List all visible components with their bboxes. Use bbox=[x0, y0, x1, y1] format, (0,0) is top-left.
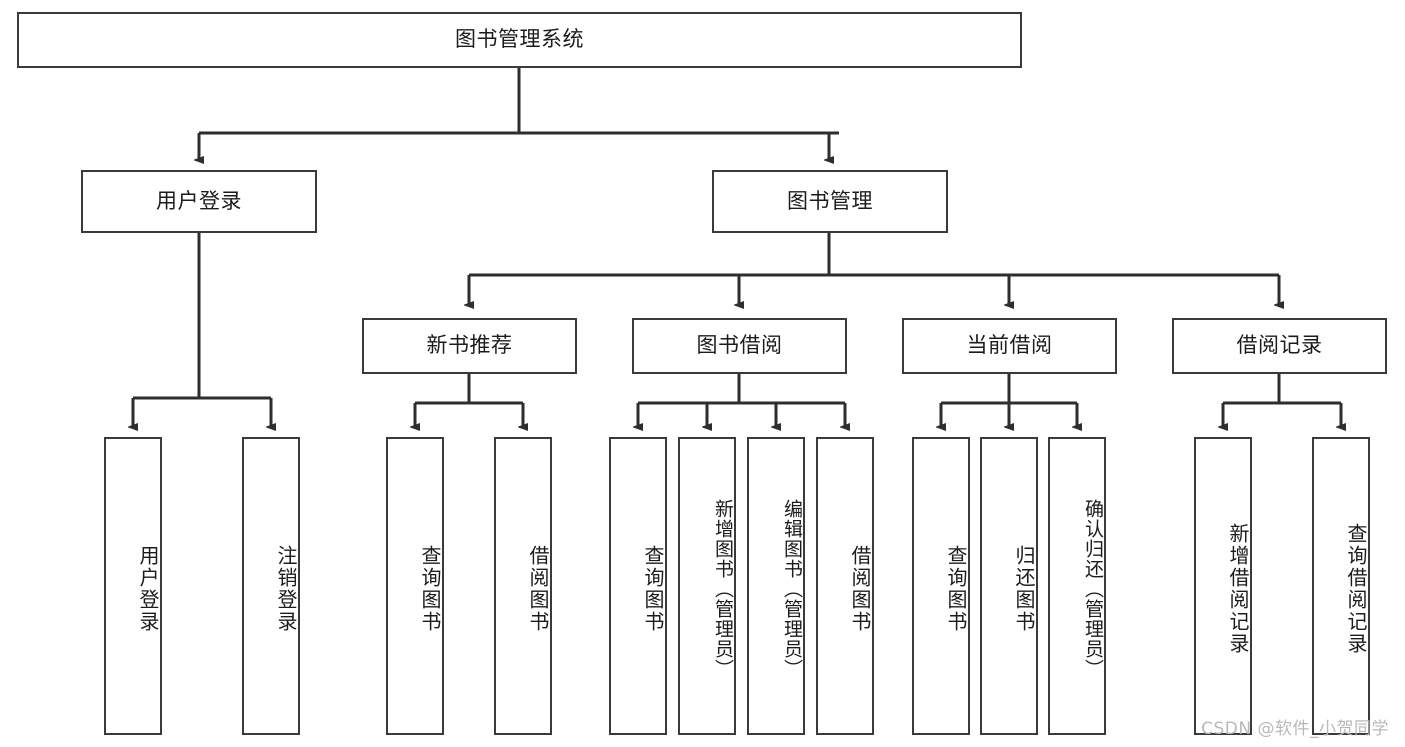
leaf-recommend-borrow-book[interactable]: 借阅图书 bbox=[494, 437, 552, 735]
node-borrow-record[interactable]: 借阅记录 bbox=[1172, 318, 1387, 374]
node-current-borrow[interactable]: 当前借阅 bbox=[902, 318, 1117, 374]
node-root[interactable]: 图书管理系统 bbox=[17, 12, 1022, 68]
leaf-current-return-book[interactable]: 归还图书 bbox=[980, 437, 1038, 735]
node-book-management[interactable]: 图书管理 bbox=[712, 170, 948, 233]
node-user-login[interactable]: 用户登录 bbox=[81, 170, 317, 233]
leaf-borrow-edit-book-admin[interactable]: 编辑图书（管理员） bbox=[747, 437, 805, 735]
node-new-book-recommend[interactable]: 新书推荐 bbox=[362, 318, 577, 374]
leaf-borrow-add-book-admin[interactable]: 新增图书（管理员） bbox=[678, 437, 736, 735]
leaf-record-add-record[interactable]: 新增借阅记录 bbox=[1194, 437, 1252, 735]
csdn-watermark: CSDN @软件_小贺同学 bbox=[1201, 719, 1389, 739]
leaf-record-query-record[interactable]: 查询借阅记录 bbox=[1312, 437, 1370, 735]
leaf-user-login-logout[interactable]: 注销登录 bbox=[242, 437, 300, 735]
node-book-borrow[interactable]: 图书借阅 bbox=[632, 318, 847, 374]
leaf-recommend-query-book[interactable]: 查询图书 bbox=[386, 437, 444, 735]
leaf-current-confirm-return-admin[interactable]: 确认归还（管理员） bbox=[1048, 437, 1106, 735]
leaf-user-login-login[interactable]: 用户登录 bbox=[104, 437, 162, 735]
leaf-borrow-query-book[interactable]: 查询图书 bbox=[609, 437, 667, 735]
leaf-current-query-book[interactable]: 查询图书 bbox=[912, 437, 970, 735]
leaf-borrow-borrow-book[interactable]: 借阅图书 bbox=[816, 437, 874, 735]
